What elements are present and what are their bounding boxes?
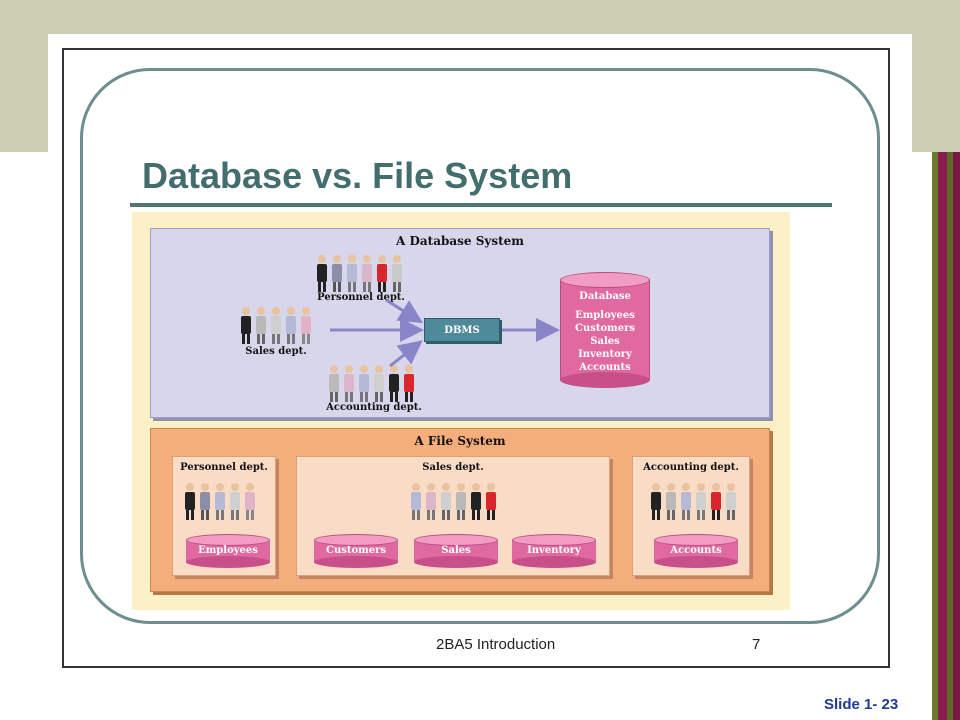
slide-title: Database vs. File System (142, 155, 573, 196)
file-customers: Customers (314, 534, 398, 568)
footer-text: 2BA5 Introduction (436, 636, 556, 653)
personnel-people-icon (317, 255, 402, 292)
fs-sales-label: Sales dept. (422, 462, 484, 473)
database-item: Employees (575, 310, 635, 321)
database-item: Accounts (579, 362, 631, 373)
file-system-title: A File System (414, 434, 506, 448)
database-item: Customers (575, 323, 635, 334)
fs-sales-people-icon (411, 483, 496, 520)
fs-accounting-people-icon (651, 483, 736, 520)
right-accent-bars (932, 152, 960, 720)
sales-dept-label: Sales dept. (245, 346, 307, 357)
file-accounts: Accounts (654, 534, 738, 568)
fs-personnel-label: Personnel dept. (180, 462, 268, 473)
personnel-to-dbms-arrow (385, 298, 424, 324)
file-sales: Sales (414, 534, 498, 568)
fs-accounting-label: Accounting dept. (643, 462, 739, 473)
dbms-box: DBMS (424, 318, 500, 342)
database-title: Database (579, 291, 631, 302)
slide-number: Slide 1- 23 (824, 696, 899, 713)
database-item: Sales (590, 336, 620, 347)
accounting-dept-label: Accounting dept. (326, 402, 422, 413)
personnel-dept-label: Personnel dept. (317, 292, 405, 303)
fs-personnel-people-icon (185, 483, 255, 520)
sales-people-icon (241, 307, 311, 344)
title-rule (130, 203, 832, 207)
database-system-title: A Database System (396, 234, 524, 248)
database-item: Inventory (578, 349, 632, 360)
rounded-border (80, 68, 880, 624)
accounting-to-dbms-arrow (389, 340, 423, 368)
database-cylinder: Database Employees Customers Sales Inven… (560, 272, 650, 388)
accounting-people-icon (329, 365, 414, 402)
footer-page-number: 7 (752, 636, 761, 653)
file-employees: Employees (186, 534, 270, 568)
file-inventory: Inventory (512, 534, 596, 568)
